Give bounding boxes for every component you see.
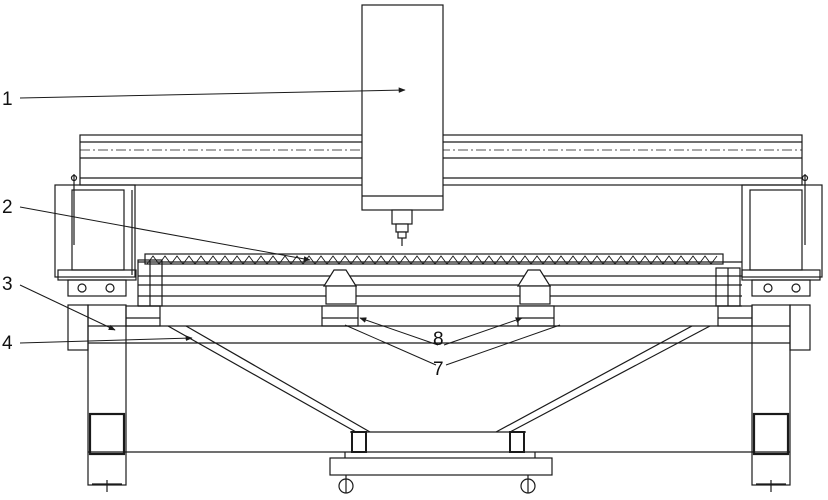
leader-lines bbox=[19, 87, 561, 366]
zigzag-workpiece bbox=[144, 253, 724, 265]
label-3: 3 bbox=[2, 274, 13, 295]
diagonal-braces bbox=[167, 325, 711, 433]
label-2: 2 bbox=[2, 197, 13, 218]
callout-labels: 1 2 3 4 8 7 bbox=[2, 89, 444, 380]
label-7: 7 bbox=[433, 359, 444, 380]
left-leg bbox=[67, 304, 127, 492]
right-side-housing bbox=[715, 174, 823, 307]
clamp-block-left bbox=[321, 269, 359, 327]
label-4: 4 bbox=[2, 333, 13, 354]
right-leg bbox=[751, 304, 811, 492]
guide-rails bbox=[138, 261, 742, 307]
spindle-head bbox=[361, 4, 444, 246]
label-1: 1 bbox=[2, 89, 13, 110]
label-8: 8 bbox=[433, 329, 444, 350]
end-blocks bbox=[125, 305, 753, 327]
lower-frame bbox=[88, 325, 790, 453]
clamp-block-right bbox=[516, 269, 555, 327]
left-side-housing bbox=[54, 174, 163, 307]
bottom-trolley bbox=[329, 431, 553, 494]
